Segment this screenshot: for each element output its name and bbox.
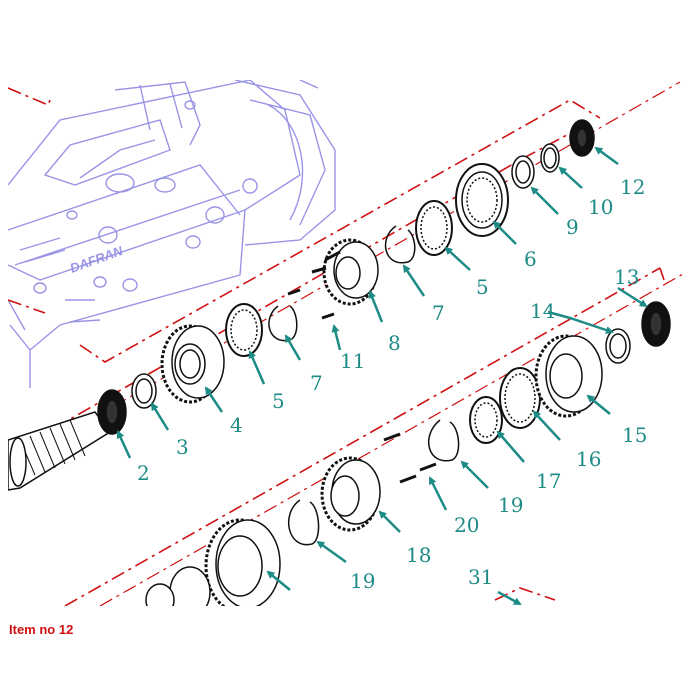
washer-lower-left <box>145 583 175 606</box>
callout-7-right: 7 <box>432 301 445 325</box>
callout-leaders <box>116 146 648 606</box>
washer-10 <box>540 143 560 173</box>
exploded-view-frame: DAFRAN <box>8 80 682 606</box>
callout-15: 15 <box>622 423 647 447</box>
output-shaft <box>8 411 112 491</box>
thrust-washer-3 <box>131 373 157 409</box>
needle-bearing-12 <box>569 119 595 157</box>
circlip-7-left <box>268 305 298 342</box>
gear-6 <box>455 163 509 237</box>
callout-5-left: 5 <box>272 389 285 413</box>
needle-bearing-2 <box>97 389 127 435</box>
callout-14: 14 <box>530 299 555 323</box>
synchro-ring-16 <box>499 367 541 429</box>
needle-bearing-13 <box>641 301 671 347</box>
gear-15 <box>534 334 603 418</box>
parts-group <box>8 119 671 606</box>
callout-3: 3 <box>176 435 189 459</box>
callout-17: 17 <box>536 469 561 493</box>
circlip-19-lower <box>287 499 320 546</box>
callout-9: 9 <box>566 215 579 239</box>
synchro-ring-5-right <box>415 200 453 256</box>
callout-13: 13 <box>614 265 639 289</box>
callout-4: 4 <box>230 413 243 437</box>
washer-14 <box>605 328 631 364</box>
callout-2: 2 <box>137 461 150 485</box>
callout-12: 12 <box>620 175 645 199</box>
callout-6: 6 <box>524 247 537 271</box>
callout-16: 16 <box>576 447 601 471</box>
callout-31: 31 <box>468 565 493 589</box>
callout-numbers: 2 3 4 5 5 6 7 7 8 9 10 11 12 13 14 15 16… <box>137 175 647 593</box>
exploded-gearbox-diagram: DAFRAN <box>8 80 682 606</box>
item-caption: Item no 12 <box>9 622 74 637</box>
synchro-ring-17 <box>469 396 503 444</box>
pins-20 <box>383 432 437 484</box>
callout-8: 8 <box>388 331 401 355</box>
callout-5-right: 5 <box>476 275 489 299</box>
callout-20: 20 <box>454 513 479 537</box>
callout-11: 11 <box>340 349 365 373</box>
callout-18: 18 <box>406 543 431 567</box>
callout-10: 10 <box>588 195 613 219</box>
washer-9 <box>511 155 535 189</box>
synchro-ring-5-left <box>225 303 263 357</box>
circlip-19-upper <box>427 419 460 462</box>
gearbox-housing <box>8 80 336 388</box>
callout-19-lower: 19 <box>350 569 375 593</box>
gear-lower-left <box>204 518 281 606</box>
housing-logo-text: DAFRAN <box>68 243 125 276</box>
callout-19-upper: 19 <box>498 493 523 517</box>
circlip-7-right <box>384 225 416 264</box>
ring-lower-left <box>169 566 211 606</box>
synchro-hub-8 <box>322 238 379 306</box>
pins-11 <box>287 266 335 320</box>
synchro-hub-18 <box>320 456 381 532</box>
gear-4 <box>160 324 225 404</box>
callout-7-left: 7 <box>310 371 323 395</box>
